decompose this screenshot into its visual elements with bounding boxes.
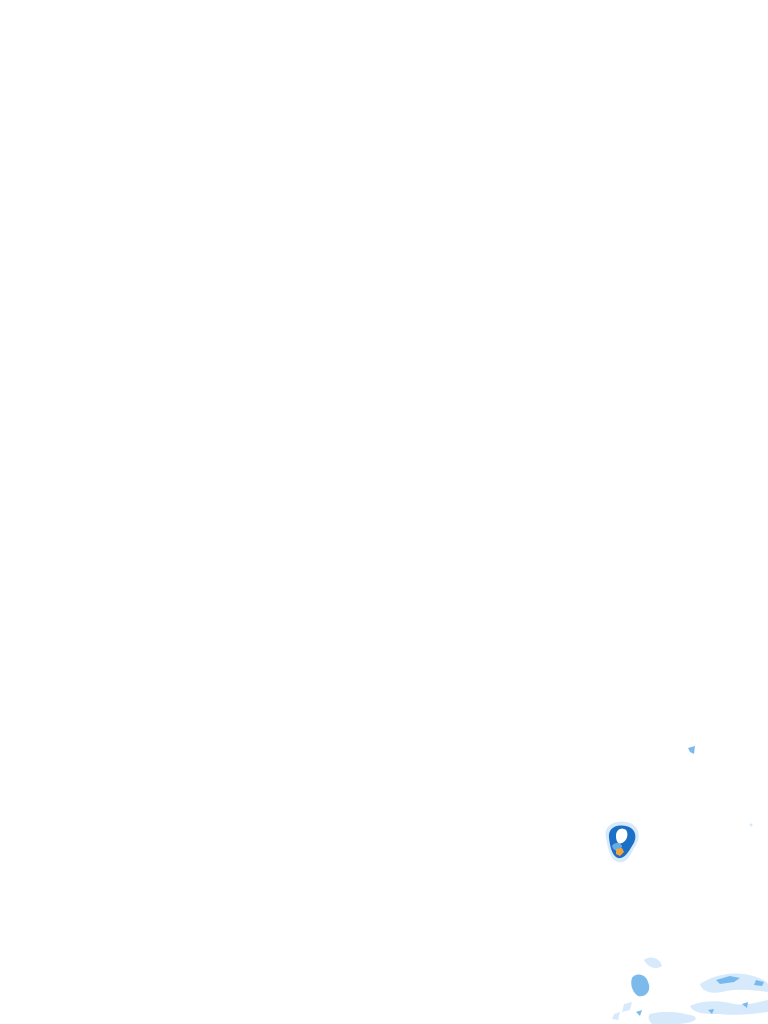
radar-cell-fleck-east bbox=[749, 823, 753, 827]
radar-cell-cluster-south bbox=[612, 957, 662, 1020]
radar-cell-core bbox=[616, 848, 624, 856]
radar-band-southeast bbox=[648, 973, 768, 1024]
radar-cell-fleck-north bbox=[688, 746, 695, 754]
radar-cell-main bbox=[605, 821, 639, 863]
